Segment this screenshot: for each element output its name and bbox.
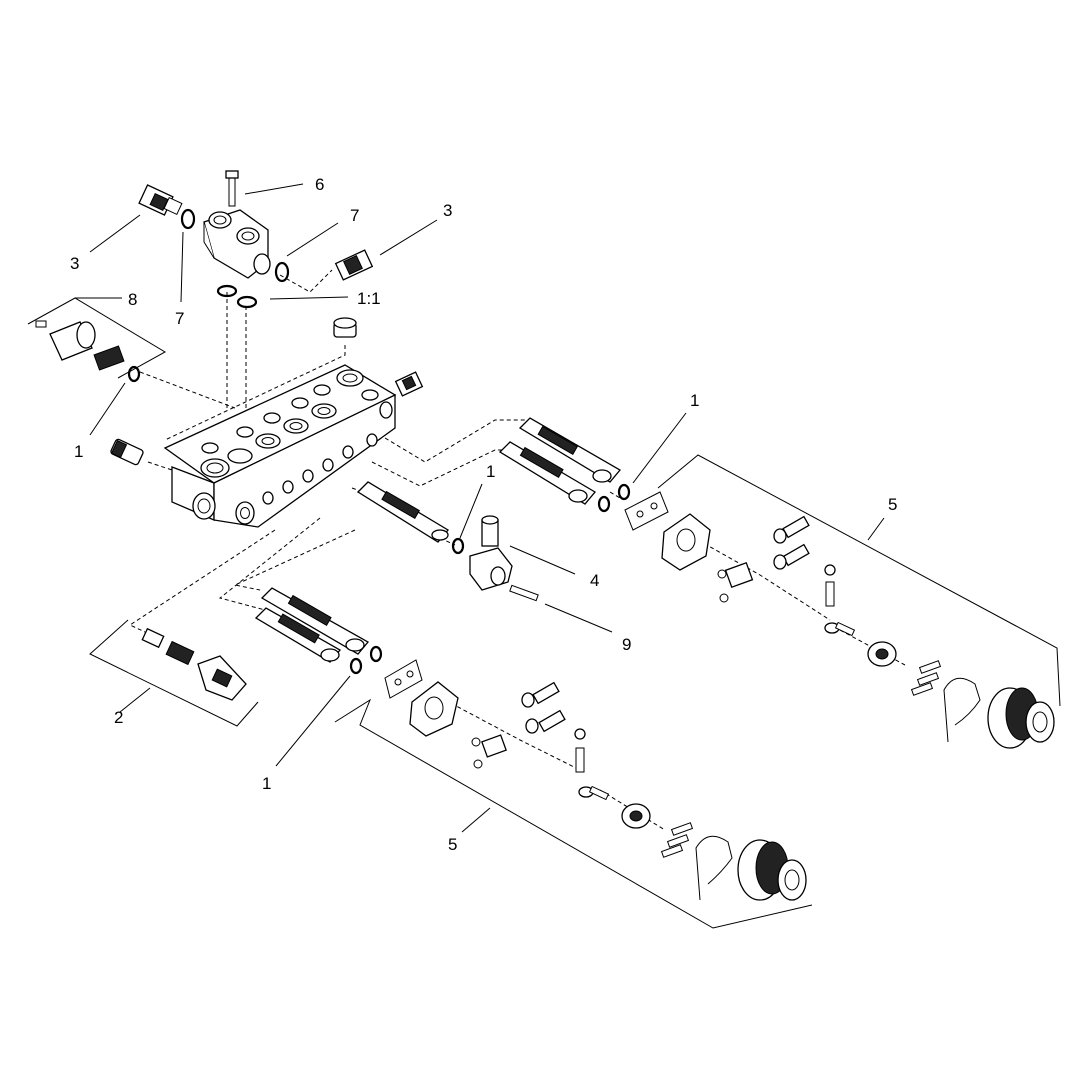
o-ring-7-right <box>274 261 290 283</box>
callout-1-bottom: 1 <box>262 774 271 793</box>
top-plug <box>333 317 357 338</box>
callout-1-left: 1 <box>74 442 83 461</box>
callout-7-top: 7 <box>350 206 359 225</box>
spool-upper-right-2 <box>498 441 596 505</box>
gasket-right <box>624 491 669 531</box>
spool-bottom-1 <box>260 587 369 655</box>
leader-lines <box>27 183 1061 929</box>
boot-clamp-right <box>943 677 981 743</box>
callout-9: 9 <box>622 635 631 654</box>
manifold-bolt <box>225 170 239 207</box>
assembly-dashed-lines <box>128 269 906 831</box>
bolts-right <box>910 660 942 696</box>
callout-4: 4 <box>590 571 599 590</box>
hub-bottom <box>621 803 651 829</box>
spool-cap-4 <box>469 515 513 591</box>
o-ring-spool-right-2 <box>597 495 611 513</box>
o-ring-1-1-left <box>216 284 238 298</box>
rod-end-right <box>824 564 856 637</box>
end-plate-right <box>661 513 711 571</box>
callout-5-right: 5 <box>888 495 897 514</box>
linkage-bracket-bottom <box>471 734 507 769</box>
o-ring-1-1-right <box>236 295 258 309</box>
clevis-right-2 <box>773 543 810 570</box>
relief-valve-cartridge-right <box>334 249 374 281</box>
callout-3-right: 3 <box>443 201 452 220</box>
relief-valve-8 <box>35 320 125 371</box>
callout-labels: 6 3 3 7 7 8 1:1 1 1 1 1 4 9 5 5 2 <box>70 175 897 854</box>
left-small-fitting <box>110 438 144 466</box>
clevis-right-1 <box>773 515 810 544</box>
clevis-bottom-1 <box>521 681 560 708</box>
callout-8: 8 <box>128 290 137 309</box>
relief-valve-2 <box>141 627 247 701</box>
spool-upper-right-1 <box>518 417 621 483</box>
o-ring-center <box>451 537 465 555</box>
end-plug-right <box>394 371 424 397</box>
callout-1-1: 1:1 <box>357 289 381 308</box>
boot-assembly-right <box>624 491 1055 749</box>
boot-clamp-bottom <box>695 835 733 901</box>
relief-valve-cartridge-left <box>138 184 183 216</box>
screw-9 <box>509 584 539 602</box>
callout-1-top-right: 1 <box>690 391 699 410</box>
callout-3-left: 3 <box>70 254 79 273</box>
hub-right <box>867 641 897 667</box>
clevis-bottom-2 <box>525 709 566 734</box>
o-ring-7-left <box>180 208 196 230</box>
rubber-boot-right <box>987 687 1055 749</box>
o-ring-spool-bottom-1 <box>369 645 383 663</box>
boot-assembly-bottom <box>384 659 807 901</box>
rod-end-bottom <box>574 728 610 801</box>
o-ring-1-left <box>127 365 141 383</box>
valve-body-front-ports <box>192 401 393 525</box>
callout-1-center: 1 <box>486 462 495 481</box>
callout-2: 2 <box>114 708 123 727</box>
callout-5-bottom: 5 <box>448 835 457 854</box>
o-ring-spool-right-1 <box>617 483 631 501</box>
rubber-boot-bottom <box>737 839 807 901</box>
end-plate-bottom <box>409 681 459 737</box>
gasket-bottom <box>384 659 423 699</box>
pilot-manifold-block <box>203 209 271 279</box>
spool-bottom-2 <box>254 607 341 663</box>
bolts-bottom <box>660 822 694 858</box>
valve-body <box>163 364 397 528</box>
valve-body-top-ports <box>200 369 379 478</box>
callout-7-left: 7 <box>175 309 184 328</box>
spool-center <box>356 481 449 543</box>
callout-6: 6 <box>315 175 324 194</box>
o-ring-spool-bottom-2 <box>349 657 363 675</box>
linkage-bracket-right <box>717 561 754 603</box>
